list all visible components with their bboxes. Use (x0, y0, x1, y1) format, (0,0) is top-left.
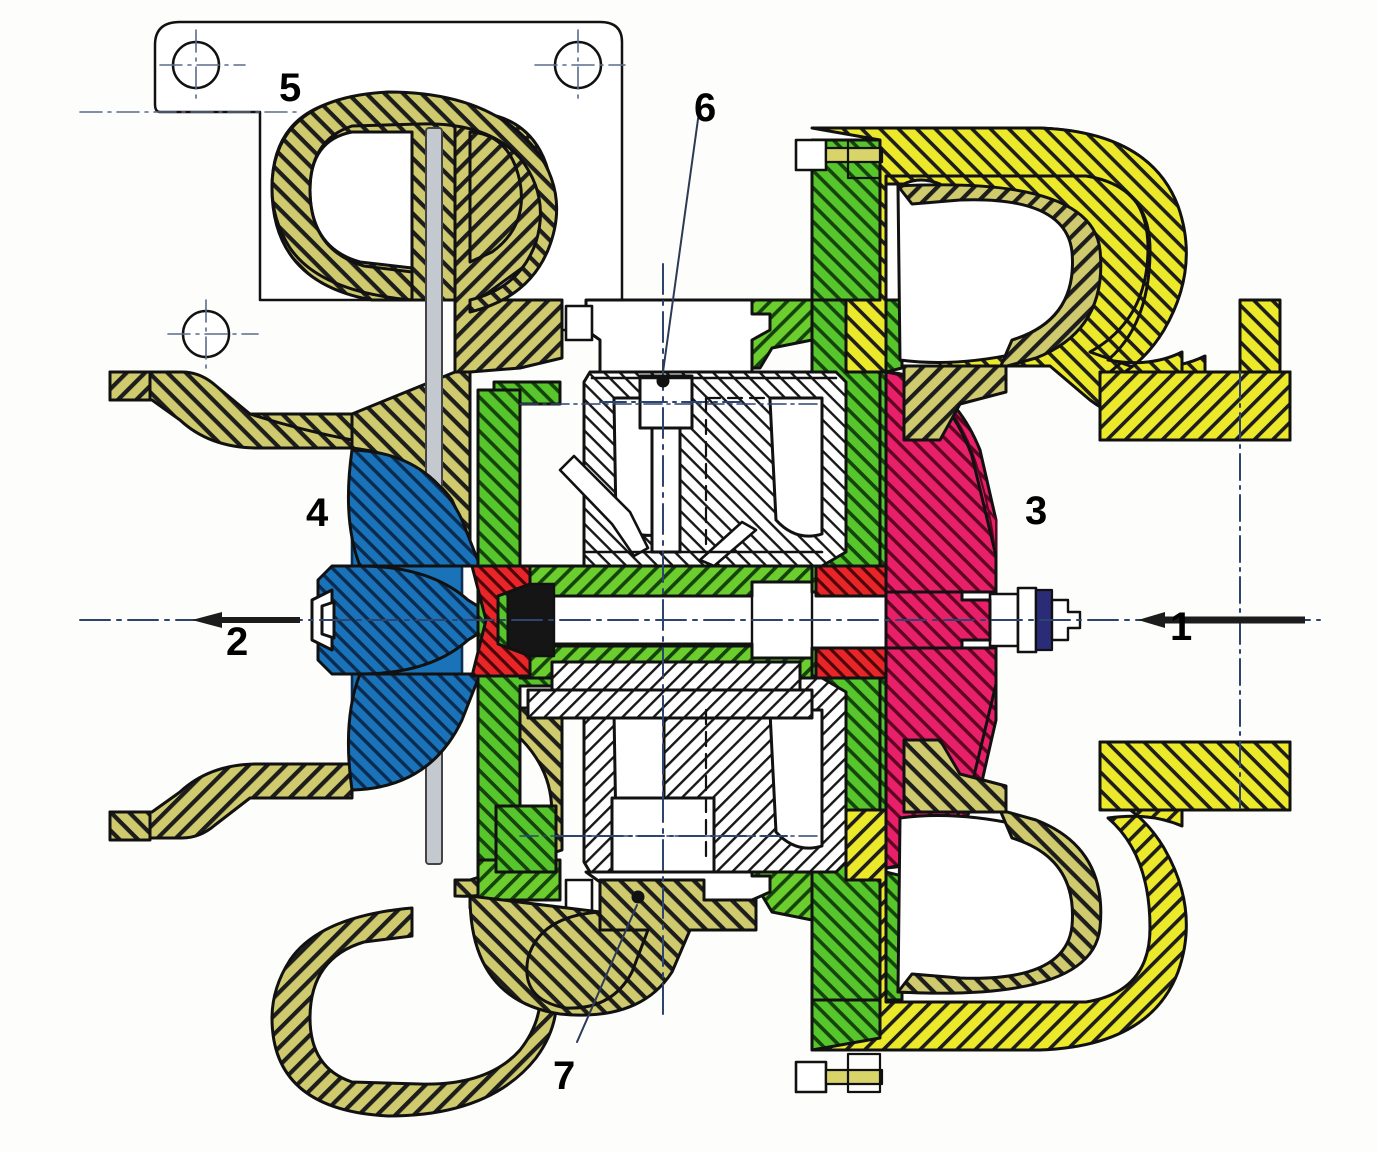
callout-label-3: 3 (1025, 489, 1048, 533)
core-cavity-lower-right (768, 708, 824, 850)
core-oil-angle-drill-2 (698, 520, 758, 568)
flow-arrow-1 (1138, 612, 1305, 628)
turbine-housing-inner-liner-upper (896, 183, 1103, 370)
centerlines-thin (519, 403, 821, 837)
callout-label-1: 1 (1170, 605, 1193, 649)
core-oil-angle-drill (558, 454, 650, 558)
compressor-inlet-duct-lower (108, 762, 354, 840)
leader-dot-6 (656, 374, 670, 388)
bearing-housing-top-cover (584, 298, 772, 374)
compressor-inlet-flange-lower (108, 810, 152, 842)
oil-drain-flange (468, 878, 758, 1017)
callout-label-6: 6 (694, 86, 717, 130)
core-cavity-upper-right (768, 396, 824, 538)
core-oil-feed-pipe (650, 426, 682, 554)
callout-label-4: 4 (306, 491, 329, 535)
seal-ring-turbine-side-lower (814, 646, 888, 680)
turbine-outlet-flange-upper (1098, 370, 1292, 442)
turbine-housing-inner-liner-lower (896, 808, 1103, 995)
bearing-housing-top-cover-lip (564, 304, 594, 342)
turbine-housing-bolt-lower (794, 1052, 884, 1094)
compressor-inlet-flange-upper (108, 370, 152, 402)
seal-ring-turbine-side-upper (814, 564, 888, 598)
callout-label-2: 2 (226, 620, 249, 664)
callout-label-5: 5 (279, 66, 302, 110)
construction-lines (79, 29, 626, 373)
callout-label-7: 7 (553, 1054, 576, 1098)
compressor-inlet-duct-upper (108, 370, 354, 450)
leader-line-6 (662, 111, 700, 373)
turbine-housing-bolt-upper (794, 138, 884, 180)
seal-ring-compressor-side (470, 564, 532, 678)
compressor-housing-upper-shell (270, 90, 559, 314)
flow-arrow-2 (192, 612, 300, 628)
journal-bearing-outer-lower (526, 688, 814, 720)
journal-bearing-lower (550, 660, 802, 692)
turbine-nozzle-ring-upper (902, 364, 1008, 442)
leader-dot-7 (631, 890, 645, 904)
turbine-outlet-flange-lower (1098, 740, 1292, 812)
compressor-wheel-blade-lower (346, 672, 482, 792)
compressor-wheel-blade-upper (346, 448, 482, 568)
turbine-nozzle-ring-lower (902, 738, 1008, 814)
bearing-housing-drain-panel (494, 804, 558, 874)
hidden-edges (704, 396, 772, 864)
leader-line-7 (576, 904, 638, 1043)
